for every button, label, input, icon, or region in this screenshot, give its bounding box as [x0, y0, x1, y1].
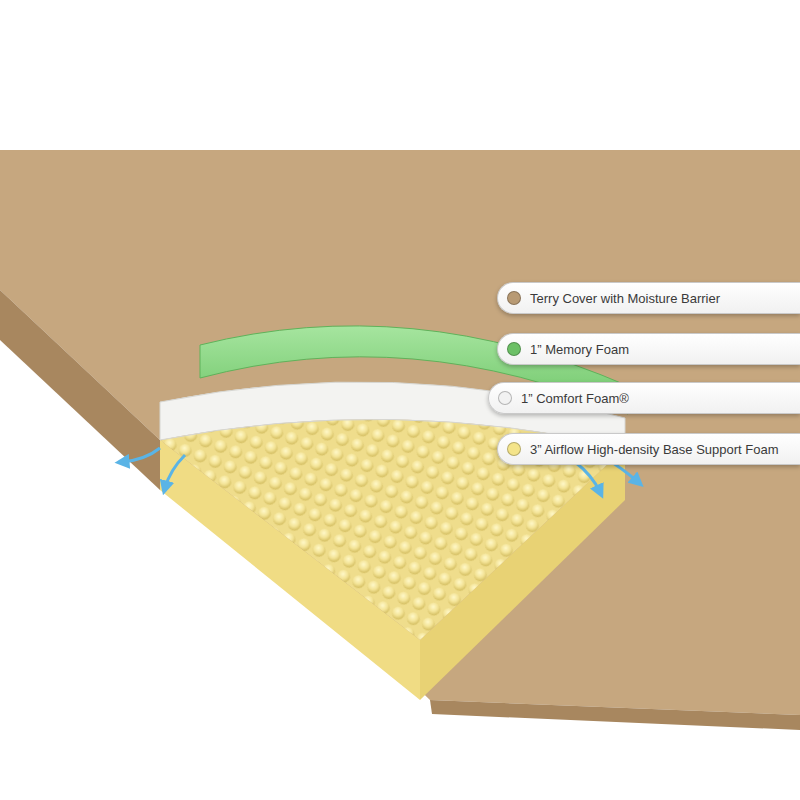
callout-text: Terry Cover with Moisture Barrier [530, 291, 720, 306]
layer-swatch [498, 391, 512, 405]
callout-text: 1” Memory Foam [530, 342, 629, 357]
callout-box: 1” Memory Foam [497, 333, 800, 365]
mattress-side [0, 290, 160, 490]
layer-swatch [507, 342, 521, 356]
callout-box: 3” Airflow High-density Base Support Foa… [497, 433, 800, 465]
callout-box: 1” Comfort Foam® [488, 382, 800, 414]
mattress-top [0, 150, 800, 715]
callout-text: 1” Comfort Foam® [521, 391, 629, 406]
layer-swatch [507, 442, 521, 456]
callout-text: 3” Airflow High-density Base Support Foa… [530, 442, 779, 457]
layer-swatch [507, 291, 521, 305]
callout-box: Terry Cover with Moisture Barrier [497, 282, 800, 314]
mattress-side [430, 700, 800, 730]
